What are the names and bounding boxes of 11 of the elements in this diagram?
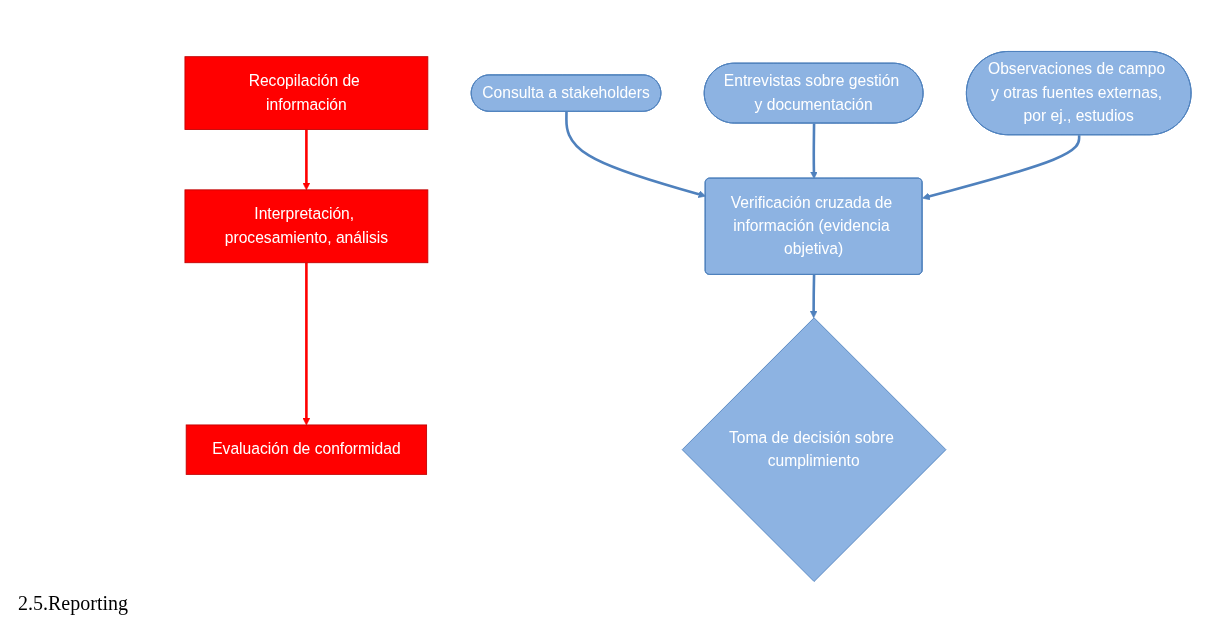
arrow: [809, 274, 818, 319]
node-box: Recopilación de información: [184, 56, 429, 130]
note-text: 2.5.Reporting: [18, 592, 129, 615]
arrow: [302, 129, 311, 191]
node-diamond: Toma de decisión sobre cumplimiento: [681, 317, 947, 582]
node-box: Interpretación, procesamiento, análisis: [184, 189, 429, 264]
arrow: [565, 111, 706, 198]
arrow: [810, 123, 818, 179]
arrow: [302, 262, 311, 426]
node-box: Evaluación de conformidad: [185, 424, 428, 475]
arrow: [922, 135, 1081, 201]
